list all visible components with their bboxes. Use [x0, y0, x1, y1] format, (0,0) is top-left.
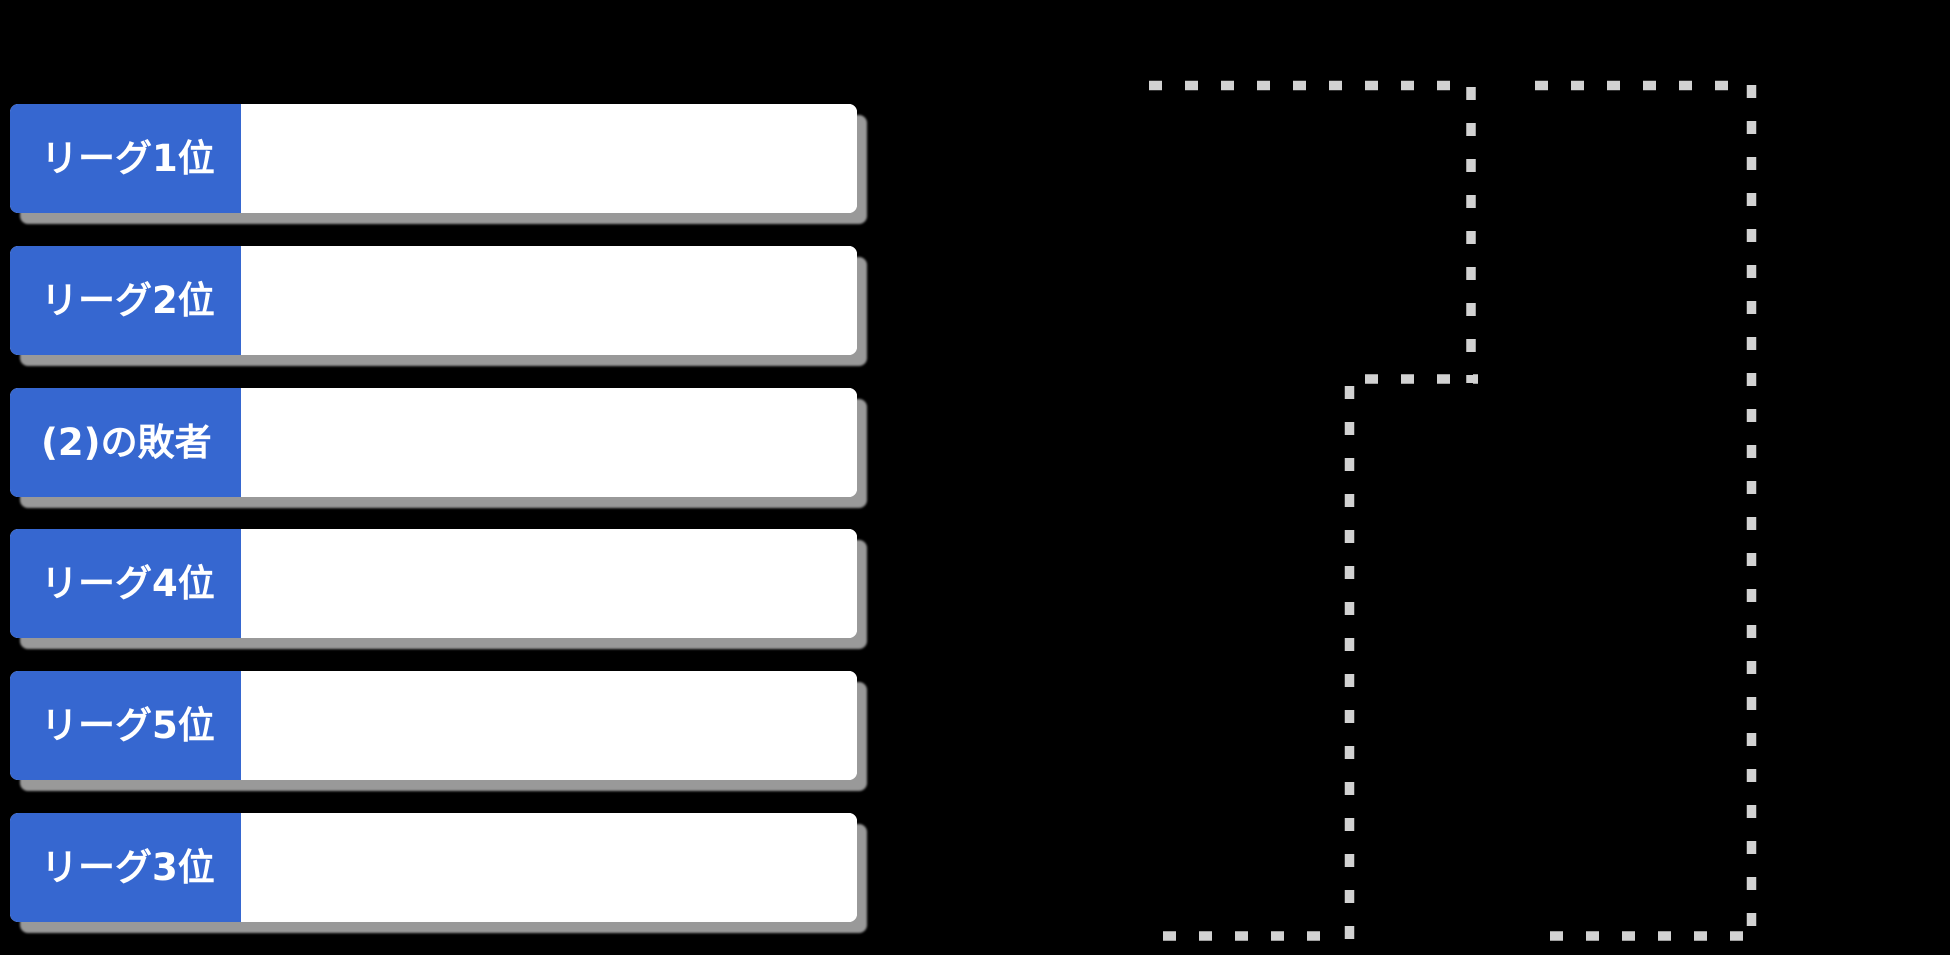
slot-league-2: リーグ2位 — [10, 245, 857, 355]
slot-league-4: リーグ4位 — [10, 529, 857, 639]
slot-league-3: リーグ3位 — [10, 812, 857, 922]
slot-label: (2)の敗者 — [10, 387, 241, 497]
bracket-path-left — [1149, 80, 1478, 941]
slot-label: リーグ1位 — [10, 104, 241, 213]
slot-league-5: リーグ5位 — [10, 671, 857, 781]
slot-name-field — [241, 529, 857, 639]
slot-label: リーグ4位 — [10, 529, 241, 639]
slot-name-field — [241, 387, 857, 497]
seed-list: リーグ1位 リーグ2位 (2)の敗者 リーグ4位 リーグ5位 リーグ3位 — [10, 104, 857, 922]
slot-name-field — [241, 245, 857, 355]
slot-label: リーグ2位 — [10, 245, 241, 355]
slot-league-1: リーグ1位 — [10, 104, 857, 213]
slot-label: リーグ5位 — [10, 671, 241, 781]
slot-name-field — [241, 671, 857, 781]
slot-label: リーグ3位 — [10, 812, 241, 922]
slot-name-field — [241, 812, 857, 922]
slot-loser-of-2: (2)の敗者 — [10, 387, 857, 497]
slot-name-field — [241, 104, 857, 213]
bracket-path-right — [1535, 80, 1757, 941]
